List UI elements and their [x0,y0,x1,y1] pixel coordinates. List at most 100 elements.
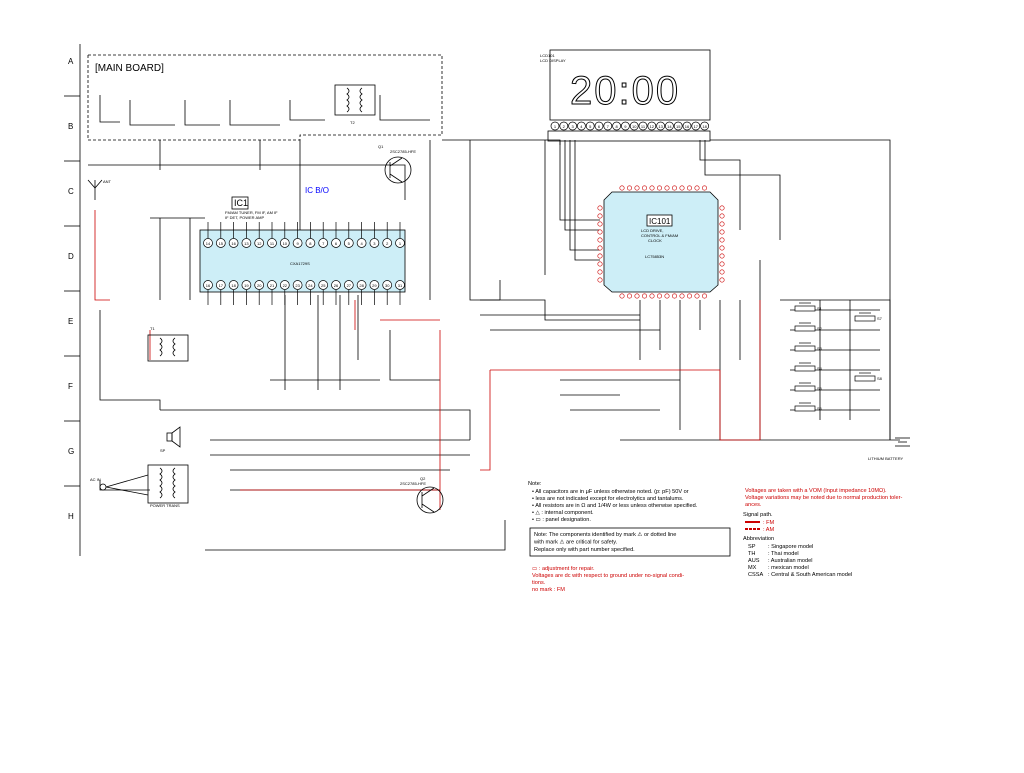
ic1-pin-number: 8 [309,241,312,246]
ic1-pin [254,280,265,290]
q2-part: 2SC2785-HFE [400,481,426,486]
ic1-pin-number: 24 [308,283,313,288]
ic101-pad [664,185,670,191]
ic101-pad [597,277,603,283]
lcd-connector [547,130,711,142]
switch-body [794,385,816,392]
ic1-pin [267,280,277,290]
ic101-pad [686,293,692,299]
lcd-pin-number: 1 [554,124,557,129]
switch-body [794,305,816,312]
row-letter: A [68,57,74,66]
ic101-pad [641,185,647,191]
note-red-item: Voltages are dc with respect to ground u… [532,573,684,579]
notes-red: ▭ : adjustment for repair.Voltages are d… [532,566,684,593]
lcd-pin [647,121,657,131]
ic1-pin [331,280,341,290]
lcd-pin-number: 17 [694,124,699,129]
abbrev-meaning: : Australian model [768,558,812,564]
ic1-desc1: FM/AM TUNER, FM IF, AM IF [225,210,278,215]
speaker-icon [166,426,181,448]
lcd-name: LCD DISPLAY [540,58,566,63]
ic101-pad [719,269,725,275]
t2-label: T2 [350,120,355,125]
abbrev-code: AUS [748,558,760,564]
note-item: • All resistors are in Ω and 1/4W or les… [532,503,698,509]
switch-label: S3 [817,346,823,351]
ic101-body [603,191,719,293]
ic1-ref: IC1 [234,198,248,208]
ic101-pad [619,185,625,191]
t1-label: T1 [150,326,155,331]
ic101-pad [597,205,603,211]
spk-label: SP [160,448,166,453]
ic1-pin [331,238,341,248]
ic1-pin-number: 7 [322,241,325,246]
ac-plug-icon [99,474,149,496]
notes-right-red: Voltages are taken with a VOM (Input imp… [745,488,902,508]
lcd-pin [603,121,613,131]
ic101-pad [634,293,640,299]
battery-icon [895,437,910,447]
ic1-pin [382,238,393,248]
switch-label: S1 [817,306,823,311]
ic101-pad [679,293,685,299]
ic1-pin-number: 1 [399,241,402,246]
ic1-pin-number: 15 [219,241,224,246]
abbrev-code: TH [748,551,755,557]
ic101-pad [719,277,725,283]
abbrev-heading: Abbreviation [743,536,774,542]
lcd-pin-number: 5 [589,124,592,129]
ic101-part: LC75853N [645,254,664,259]
ic1-pin-number: 21 [270,283,275,288]
ic101-pad [597,253,603,259]
row-ruler [64,44,81,556]
ic1-ref-box [231,196,249,210]
safety-note-lines: Note: The components identified by mark … [533,531,676,553]
lcd-pin [682,121,692,131]
ic101-pins [597,185,725,299]
abbrev-code: SP [748,544,756,550]
ic1-pin-number: 11 [270,241,275,246]
lcd-ref: LCD101 [540,53,555,58]
ic101-pad [597,221,603,227]
ic1-pin-number: 28 [359,283,364,288]
row-letter: C [68,187,74,196]
row-letter: F [68,382,73,391]
switch-body [854,315,876,322]
ic1-part: CXA1729S [290,261,310,266]
abbrev-meaning: : Singapore model [768,544,813,550]
switch-body [794,405,816,412]
note-item: • All capacitors are in μF unless otherw… [532,489,689,495]
lcd-pin-number: 15 [676,124,681,129]
ic1-pin [241,280,252,290]
ic1-pin [215,280,226,290]
note-red-item: tions. [532,580,546,586]
ic1-pin-number: 26 [334,283,339,288]
power-transformer [147,464,189,504]
ic101-pad [719,245,725,251]
ic1-pin-number: 20 [257,283,262,288]
ic1-pin [228,280,239,290]
ic1-pin-number: 10 [283,241,288,246]
ic1-pin [241,238,252,248]
ant-label: ANT [103,179,112,184]
note-right-red: ances. [745,502,762,508]
ic1-pin [279,238,290,248]
ic1-pin-number: 13 [244,241,249,246]
ic1-pin [279,280,290,290]
lcd-digits: 20:00 [570,69,680,113]
lcd-pin-number: 11 [641,124,646,129]
switch-label: S6 [817,406,823,411]
transistor-q1 [384,156,412,184]
lcd-pin [700,121,709,131]
row-letter: G [68,447,74,456]
ic101-pad [671,185,677,191]
ic101-pad [719,237,725,243]
lcd-pin [577,121,586,131]
ic101-pad [649,293,655,299]
